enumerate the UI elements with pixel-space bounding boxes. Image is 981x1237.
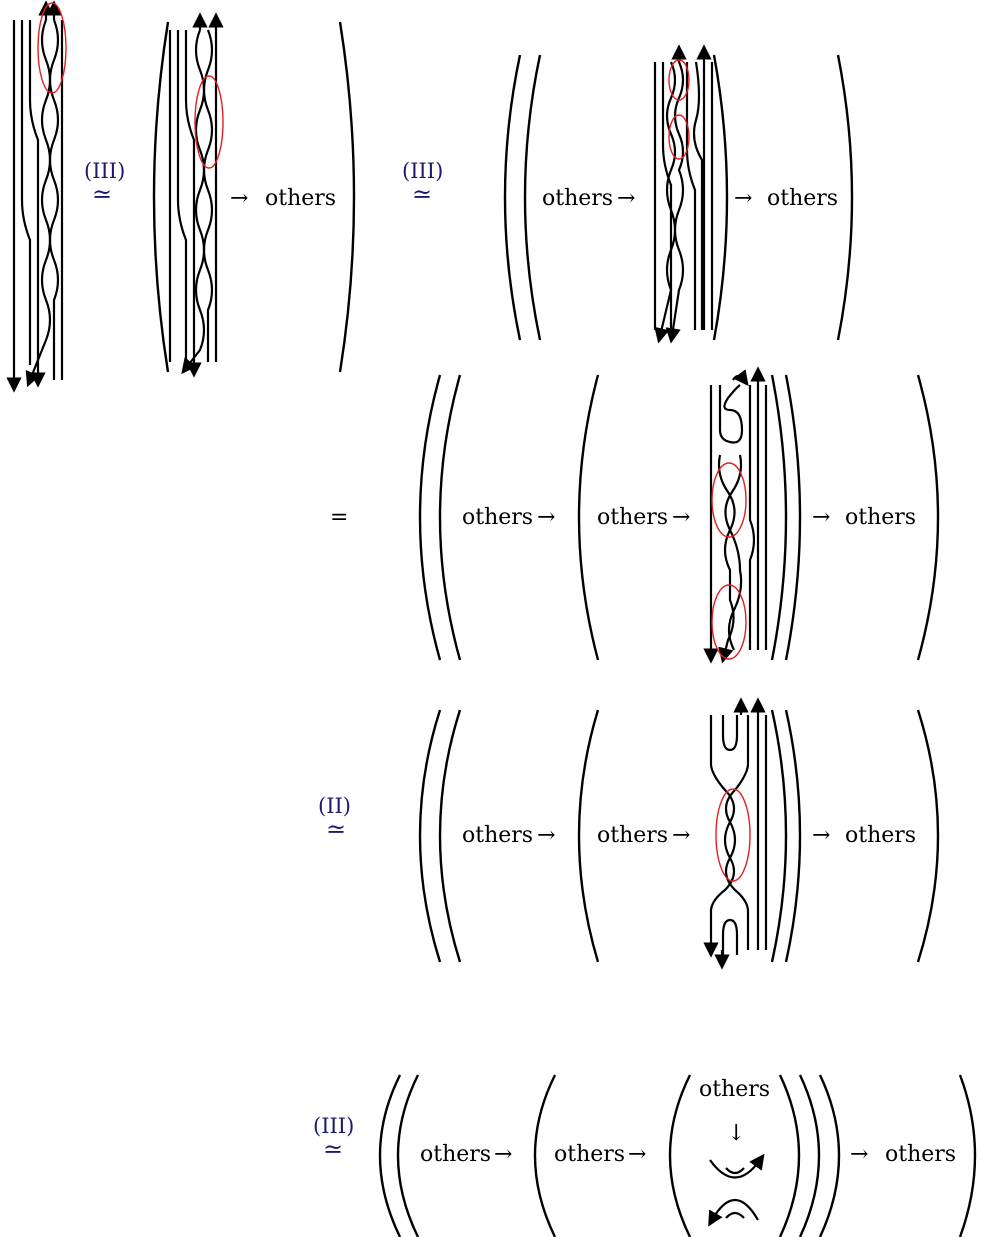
mid-left-paren-5	[577, 709, 600, 963]
outer-right-paren-6	[958, 1074, 977, 1237]
outer-left-paren-5	[418, 709, 442, 963]
outer-left-paren-3	[503, 54, 522, 341]
arrow-right-4a: →	[537, 505, 555, 530]
inner-left-paren-6b	[668, 1074, 692, 1237]
arrow-right-3a: →	[617, 186, 635, 211]
inner-right-paren-4	[784, 374, 802, 661]
mid-right-paren-6	[798, 1074, 821, 1237]
arrow-right-5b: →	[672, 823, 690, 848]
others-label-5a: others	[462, 823, 533, 848]
outer-left-paren-6	[378, 1074, 402, 1237]
inner-right-paren-3	[712, 54, 729, 341]
outer-right-paren-3	[836, 54, 854, 341]
others-label-6a: others	[420, 1142, 491, 1167]
arrow-right-6b: →	[628, 1142, 646, 1167]
arrow-right-5c: →	[812, 823, 830, 848]
arrow-right-6a: →	[494, 1142, 512, 1167]
others-label-6b: others	[554, 1142, 625, 1167]
arrow-right-6c: →	[850, 1142, 868, 1167]
arrow-right-3b: →	[734, 186, 752, 211]
highlight-ellipse-2	[194, 75, 224, 169]
inner-right-paren-5	[784, 709, 802, 963]
others-label-2: others	[265, 186, 336, 211]
move-label-5: (III)	[313, 1114, 354, 1138]
mid-left-paren-4	[577, 374, 600, 661]
mid-right-paren-4	[770, 374, 788, 661]
move-label-2: (III)	[402, 159, 443, 183]
others-label-6d: others	[885, 1142, 956, 1167]
others-label-5c: others	[845, 823, 916, 848]
left-paren-2	[152, 21, 170, 373]
mid-right-paren-5	[770, 709, 788, 963]
arrow-right-5a: →	[537, 823, 555, 848]
inner-right-paren-6	[818, 1074, 841, 1237]
arrow-down-6: ↓	[727, 1121, 745, 1146]
inner-left-paren-3	[523, 54, 542, 341]
outer-left-paren-4	[418, 374, 442, 661]
equals-sign: =	[330, 505, 348, 530]
similar-sign-4: ≃	[326, 815, 346, 843]
highlight-ellipse-3b	[668, 114, 690, 160]
outer-right-paren-5	[916, 709, 940, 963]
inner-left-paren-4	[438, 374, 462, 661]
highlight-ellipse-4a	[711, 462, 747, 538]
outer-right-paren-4	[916, 374, 940, 661]
others-label-5b: others	[597, 823, 668, 848]
others-label-4c: others	[845, 505, 916, 530]
others-label-3a: others	[542, 186, 613, 211]
mid-left-paren-6	[533, 1074, 557, 1237]
inner-left-paren-5	[438, 709, 462, 963]
highlight-ellipse-5	[715, 788, 751, 882]
highlight-ellipse-1	[37, 2, 67, 94]
braid-4	[703, 366, 768, 664]
move-label-1: (III)	[84, 159, 125, 183]
braid-5	[703, 697, 768, 970]
inner-left-paren-6	[396, 1074, 420, 1237]
braid-3	[653, 44, 714, 344]
braid-2	[168, 12, 224, 378]
move-label-4: (II)	[318, 794, 351, 818]
inner-right-paren-6b	[778, 1074, 801, 1237]
arrow-right-4b: →	[672, 505, 690, 530]
similar-sign-2: ≃	[412, 180, 432, 208]
similar-sign-1: ≃	[92, 180, 112, 208]
similar-sign-5: ≃	[323, 1135, 343, 1163]
highlight-ellipse-4b	[711, 584, 747, 660]
highlight-ellipse-3a	[668, 59, 690, 101]
others-label-6c: others	[699, 1077, 770, 1102]
arrow-right-2: →	[230, 186, 248, 211]
right-paren-2	[338, 21, 356, 373]
cap-cup-diagram	[708, 1153, 765, 1227]
others-label-3b: others	[767, 186, 838, 211]
others-label-4a: others	[462, 505, 533, 530]
others-label-4b: others	[597, 505, 668, 530]
braid-1	[6, 0, 64, 393]
arrow-right-4c: →	[812, 505, 830, 530]
